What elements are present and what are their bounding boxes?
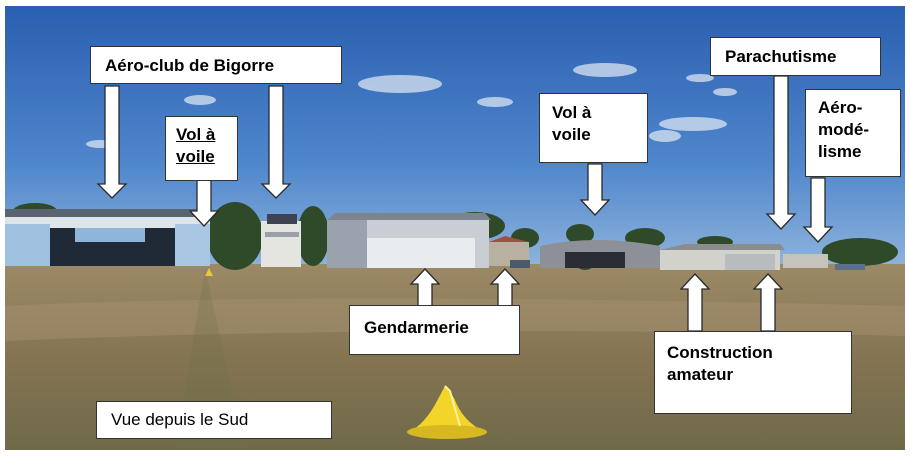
clouds	[86, 63, 737, 148]
arrow-down-aeromodelisme	[802, 177, 834, 243]
label-vue-depuis-le-sud: Vue depuis le Sud	[96, 401, 332, 439]
arrow-up-construction-2	[752, 273, 784, 332]
tower-icon	[261, 214, 301, 267]
label-parachutisme-text: Parachutisme	[725, 47, 837, 66]
label-construction-line2: amateur	[667, 365, 734, 384]
label-aeromodelisme: Aéro- modé- lisme	[805, 89, 901, 177]
label-aeromodelisme-line2: modé-	[818, 120, 869, 139]
label-gendarmerie-text: Gendarmerie	[364, 318, 469, 337]
arrow-down-parachutisme	[765, 75, 797, 230]
label-vol-a-voile-left: Vol à voile	[165, 116, 238, 181]
arrows	[96, 75, 834, 332]
label-vol-a-voile-right-line2: voile	[552, 125, 591, 144]
label-aeromodelisme-line1: Aéro-	[818, 98, 863, 117]
arrow-down-aeroclub-1	[96, 85, 128, 199]
label-construction-amateur: Construction amateur	[654, 331, 852, 414]
arrow-up-gendarmerie-2	[489, 268, 521, 307]
label-vol-a-voile-right-line1: Vol à	[552, 103, 592, 122]
arrow-down-aeroclub-2	[260, 85, 292, 199]
label-parachutisme: Parachutisme	[710, 37, 881, 76]
label-aeroclub-text: Aéro-club de Bigorre	[105, 56, 275, 75]
hangar-icon	[540, 240, 660, 268]
arrow-up-gendarmerie-1	[409, 268, 441, 307]
label-vue-text: Vue depuis le Sud	[111, 410, 249, 429]
label-vol-a-voile-left-line2: voile	[176, 147, 215, 166]
label-gendarmerie: Gendarmerie	[349, 305, 520, 355]
label-vol-a-voile-right: Vol à voile	[539, 93, 648, 163]
label-aeromodelisme-line3: lisme	[818, 142, 862, 161]
arrow-up-construction-1	[679, 273, 711, 332]
label-vol-a-voile-left-line1: Vol à	[176, 125, 216, 144]
arrow-down-volvoile-2	[579, 163, 611, 216]
arrow-down-volvoile-1	[188, 179, 220, 227]
hangar-icon	[660, 244, 785, 270]
label-construction-line1: Construction	[667, 343, 773, 362]
hangar-icon	[5, 209, 210, 266]
label-aeroclub: Aéro-club de Bigorre	[90, 46, 342, 84]
hangar-icon	[327, 213, 491, 268]
cone-icon	[407, 385, 487, 439]
